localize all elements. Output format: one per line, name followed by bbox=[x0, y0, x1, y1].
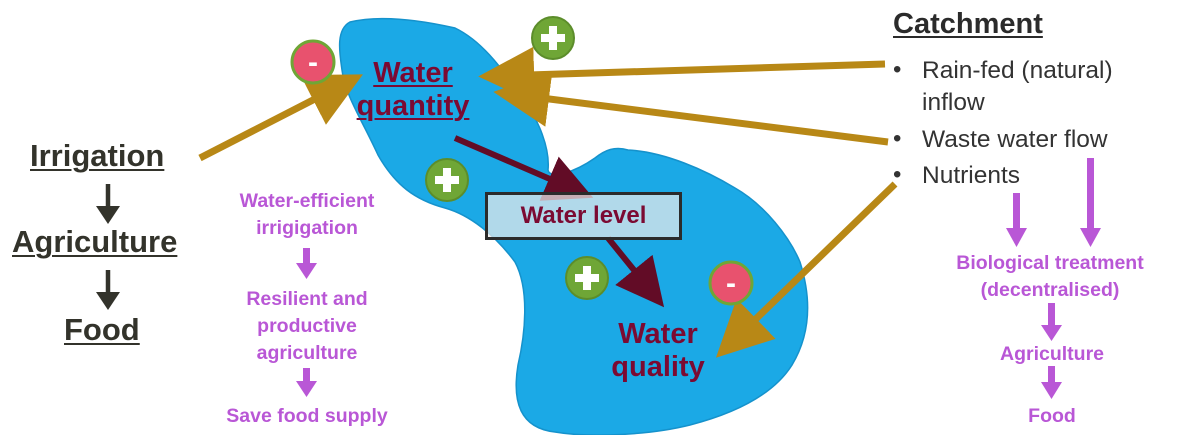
arrow-irrigation-to-quantity bbox=[198, 74, 363, 162]
purple-arrow-4-head bbox=[1041, 382, 1062, 399]
purple-arrow-2-head bbox=[296, 381, 317, 397]
purple-arrow-nutrients-head bbox=[1006, 228, 1027, 247]
purple-arrow-3-shaft bbox=[1048, 303, 1055, 326]
arrow-quantity-to-level bbox=[453, 135, 594, 201]
purple-arrow-wastewater-shaft bbox=[1087, 158, 1094, 229]
purple-arrow-1-shaft bbox=[303, 248, 310, 264]
minus-sign: - bbox=[308, 46, 318, 79]
arrow-nutrients-to-quality bbox=[715, 181, 898, 358]
catchment-title: Catchment bbox=[893, 8, 1043, 40]
minus-sign: - bbox=[726, 267, 736, 300]
minus-badge-quality: - bbox=[708, 260, 754, 306]
arrow-rainfed-to-quantity bbox=[478, 46, 886, 103]
arrow-wastewater-to-quantity bbox=[493, 71, 889, 146]
plus-badge-catchment bbox=[531, 16, 575, 60]
treatment-biological: Biological treatment (decentralised) bbox=[956, 252, 1144, 301]
catchment-item-rainfed: Rain-fed (natural) inflow bbox=[922, 57, 1113, 116]
purple-arrow-wastewater-head bbox=[1080, 228, 1101, 247]
label-irrigation: Irrigation bbox=[30, 138, 165, 173]
treatment-agriculture: Agriculture bbox=[999, 343, 1104, 365]
arrow-irrigation-to-agriculture-head bbox=[96, 206, 120, 224]
lake-water-quantity: Water quantity bbox=[356, 57, 470, 122]
treatment-food: Food bbox=[1028, 405, 1076, 427]
bullet-marker: • bbox=[893, 161, 902, 188]
arrow-level-to-quality bbox=[605, 236, 665, 308]
catchment-item-wastewater: Waste water flow bbox=[922, 126, 1108, 153]
irrigation-step-resilient: Resilient and productive agriculture bbox=[246, 288, 368, 364]
lake-water-quality: Water quality bbox=[611, 318, 705, 383]
arrow-agriculture-to-food-head bbox=[96, 292, 120, 310]
lake-water-level: Water level bbox=[485, 192, 682, 240]
bullet-marker: • bbox=[893, 125, 902, 152]
bullet-marker: • bbox=[893, 56, 902, 83]
purple-arrow-4-shaft bbox=[1048, 366, 1055, 383]
label-agriculture: Agriculture bbox=[12, 224, 178, 259]
plus-badge-level bbox=[425, 158, 469, 202]
irrigation-step-efficient: Water-efficient irrigigation bbox=[239, 190, 375, 239]
minus-badge-quantity: - bbox=[290, 39, 336, 85]
purple-arrow-2-shaft bbox=[303, 368, 310, 382]
purple-arrow-1-head bbox=[296, 263, 317, 279]
purple-arrow-3-head bbox=[1041, 325, 1062, 341]
purple-arrow-nutrients-shaft bbox=[1013, 193, 1020, 229]
catchment-item-nutrients: Nutrients bbox=[922, 162, 1021, 189]
plus-badge-quality bbox=[565, 256, 609, 300]
irrigation-step-food-supply: Save food supply bbox=[226, 405, 388, 427]
label-food: Food bbox=[64, 312, 140, 347]
